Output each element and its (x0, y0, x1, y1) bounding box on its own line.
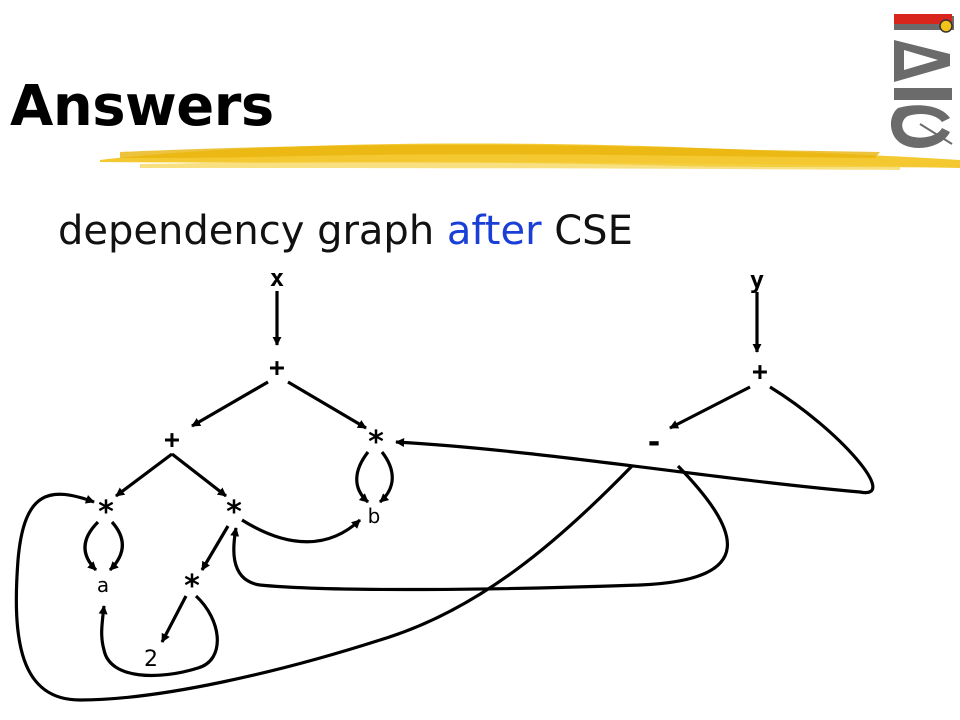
edge-plusmid-mula (115, 452, 173, 498)
edge-mula-a-right (108, 520, 124, 572)
edge-plusy-mulb (395, 385, 875, 495)
node-minus: - (645, 425, 663, 460)
edge-plusmid-mulmid (171, 452, 227, 498)
edge-minus-mulmid (230, 464, 730, 592)
edge-plusy-minus (669, 385, 751, 430)
node-y: y (750, 266, 764, 294)
graph-edges (14, 291, 875, 702)
edge-mul2-two (160, 595, 188, 643)
edge-mulb-b-left (355, 451, 370, 504)
node-mul-2: * (183, 569, 201, 604)
edge-mulb-b-right (378, 451, 394, 504)
slide-title: Answers (10, 74, 274, 139)
edge-mul2-a (98, 594, 219, 678)
edge-mulmid-b (241, 518, 362, 544)
logo-mark (890, 14, 954, 148)
edge-mulmid-mul2 (200, 525, 230, 571)
node-mul-mid: * (225, 495, 243, 530)
edge-plus-plusmid (191, 380, 269, 428)
node-mul-b: * (367, 425, 385, 460)
subtitle-post: CSE (541, 208, 633, 254)
iaic-logo (890, 14, 954, 148)
node-x: x (270, 264, 284, 292)
edge-minus-a (14, 464, 634, 702)
node-plus-top: + (269, 353, 285, 383)
node-plus-y: + (752, 357, 768, 387)
edge-plus-mulb (287, 380, 367, 430)
node-a: a (97, 573, 109, 597)
slide-subtitle: dependency graph after CSE (58, 208, 633, 254)
subtitle-highlight: after (446, 208, 542, 254)
node-two: 2 (144, 647, 158, 672)
edge-mula-a-left (83, 520, 100, 572)
node-b: b (368, 504, 381, 528)
node-mul-a: * (97, 495, 115, 530)
graph-nodes: x y + + + * - * * * b a 2 (97, 264, 768, 672)
node-plus-mid: + (164, 425, 180, 455)
subtitle-pre: dependency graph (58, 208, 447, 254)
